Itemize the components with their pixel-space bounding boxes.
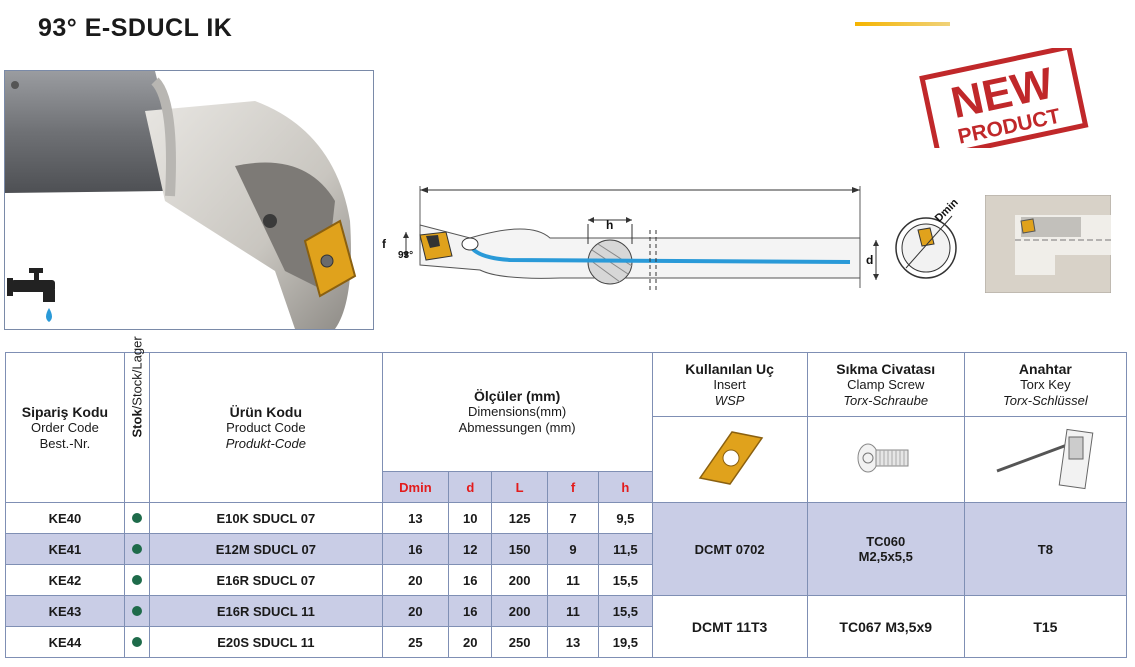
torx-key-image (963, 416, 1128, 503)
torx-key-code: T8 (963, 502, 1128, 596)
product-code: E16R SDUCL 07 (149, 564, 383, 596)
svg-text:f: f (382, 237, 387, 251)
dim-h: 19,5 (598, 626, 653, 658)
dim-header-h: h (598, 471, 653, 503)
dim-h: 11,5 (598, 533, 653, 565)
torx-key-code: T15 (963, 595, 1128, 658)
dim-d: 12 (448, 533, 493, 565)
dim-d: 10 (448, 502, 493, 534)
clamp-screw-code: TC067 M3,5x9 (806, 595, 965, 658)
order-code: KE41 (5, 533, 125, 565)
stock-dot-icon (131, 605, 142, 616)
dim-dmin: 16 (381, 533, 450, 565)
order-code: KE42 (5, 564, 125, 596)
stock-cell (123, 626, 151, 658)
header-torx-key: Anahtar Torx Key Torx-Schlüssel (963, 352, 1128, 417)
dim-l: 200 (491, 595, 548, 627)
spec-table: Sipariş Kodu Order Code Best.-Nr. Stok/S… (5, 336, 1128, 658)
dim-h: 15,5 (598, 564, 653, 596)
header-insert: Kullanılan Uç Insert WSP (651, 352, 808, 417)
stock-cell (123, 502, 151, 534)
coolant-tap-icon (7, 268, 55, 322)
stock-cell (123, 595, 151, 627)
product-code: E12M SDUCL 07 (149, 533, 383, 565)
header-product-code: Ürün Kodu Product Code Produkt-Code (149, 352, 383, 503)
dim-l: 250 (491, 626, 548, 658)
dim-h: 15,5 (598, 595, 653, 627)
dim-dmin: 20 (381, 564, 450, 596)
table-row: KE44 E20S SDUCL 11 25 20 250 13 19,5 (5, 626, 1127, 658)
technical-drawing: h f 93° d (382, 186, 879, 290)
dim-l: 150 (491, 533, 548, 565)
insert-image (651, 416, 808, 503)
svg-text:93°: 93° (398, 250, 413, 261)
dim-header-f: f (546, 471, 600, 503)
stock-cell (123, 564, 151, 596)
dim-f: 11 (546, 595, 600, 627)
stock-cell (123, 533, 151, 565)
stock-dot-icon (131, 636, 142, 647)
dim-l: 125 (491, 502, 548, 534)
dim-dmin: 13 (381, 502, 450, 534)
stock-dot-icon (131, 512, 142, 523)
svg-text:d: d (866, 253, 873, 267)
dim-f: 9 (546, 533, 600, 565)
dim-dmin: 25 (381, 626, 450, 658)
dim-d: 16 (448, 564, 493, 596)
svg-text:h: h (606, 218, 613, 232)
accent-line (855, 22, 950, 26)
order-code: KE40 (5, 502, 125, 534)
stock-dot-icon (131, 543, 142, 554)
new-product-stamp: NEW PRODUCT (919, 48, 1089, 148)
table-row: KE42 E16R SDUCL 07 20 16 200 11 15,5 (5, 564, 1127, 596)
dim-f: 7 (546, 502, 600, 534)
table-row: KE40 E10K SDUCL 07 13 10 125 7 9,5 DCMT … (5, 502, 1128, 596)
insert-code: DCMT 11T3 (651, 595, 808, 658)
product-code: E20S SDUCL 11 (149, 626, 383, 658)
header-order-code: Sipariş Kodu Order Code Best.-Nr. (5, 352, 125, 503)
header-dimensions: Ölçüler (mm) Dimensions(mm) Abmessungen … (381, 352, 653, 472)
dim-l: 200 (491, 564, 548, 596)
product-code: E16R SDUCL 11 (149, 595, 383, 627)
cad-bore-view (985, 195, 1111, 293)
order-code: KE43 (5, 595, 125, 627)
dim-header-dmin: Dmin (381, 471, 450, 503)
clamp-screw-image (806, 416, 965, 503)
dim-header-l: L (491, 471, 548, 503)
svg-text:Dmin: Dmin (933, 196, 961, 224)
insert-code: DCMT 0702 (651, 502, 808, 596)
product-photo (4, 70, 374, 330)
dim-d: 20 (448, 626, 493, 658)
header-clamp-screw: Sıkma Civatası Clamp Screw Torx-Schraube (806, 352, 965, 417)
dim-dmin: 20 (381, 595, 450, 627)
dim-h: 9,5 (598, 502, 653, 534)
order-code: KE44 (5, 626, 125, 658)
clamp-screw-code: TC060 M2,5x5,5 (806, 502, 965, 596)
dim-header-d: d (448, 471, 493, 503)
dim-f: 11 (546, 564, 600, 596)
section-view: Dmin (895, 196, 961, 279)
table-row: KE43 E16R SDUCL 11 20 16 200 11 15,5 DCM… (5, 595, 1128, 658)
product-code: E10K SDUCL 07 (149, 502, 383, 534)
header-stock: Stok/Stock/Lager (123, 336, 151, 503)
table-row: KE41 E12M SDUCL 07 16 12 150 9 11,5 (5, 533, 1127, 565)
dim-d: 16 (448, 595, 493, 627)
page-title: 93° E-SDUCL IK (38, 14, 233, 42)
dim-f: 13 (546, 626, 600, 658)
stock-dot-icon (131, 574, 142, 585)
